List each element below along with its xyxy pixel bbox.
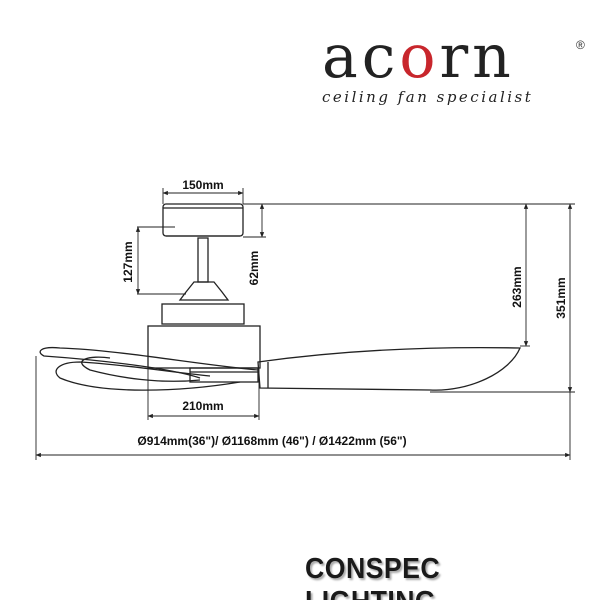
motor-housing: [147, 325, 261, 369]
motor-top: [161, 303, 245, 325]
dimension-lines: [35, 188, 575, 460]
canopy: [162, 203, 244, 237]
logo-tagline: ceiling fan specialist: [322, 88, 534, 106]
acorn-logo: acorn ® ceiling fan specialist: [318, 22, 598, 110]
fan-outline: [39, 203, 521, 391]
canopy-to-motor-label: 62mm: [247, 251, 261, 286]
motor-collar: [178, 281, 230, 301]
height-to-blade-label: 263mm: [510, 266, 524, 307]
total-height-label: 351mm: [554, 277, 568, 318]
left-blade-2: [55, 361, 241, 391]
blade-span-label: Ø914mm(36")/ Ø1168mm (46") / Ø1422mm (56…: [137, 434, 406, 448]
left-blade-1: [39, 346, 259, 379]
motor-width-label: 210mm: [182, 399, 223, 413]
right-blade: [257, 346, 521, 391]
logo-wordmark: acorn: [322, 22, 515, 92]
canopy-width-label: 150mm: [182, 178, 223, 192]
registered-mark: ®: [576, 38, 585, 52]
downrod: [197, 237, 209, 283]
downrod-length-label: 127mm: [121, 241, 135, 282]
conspec-lighting-brand: CONSPEC LIGHTING: [305, 553, 441, 600]
